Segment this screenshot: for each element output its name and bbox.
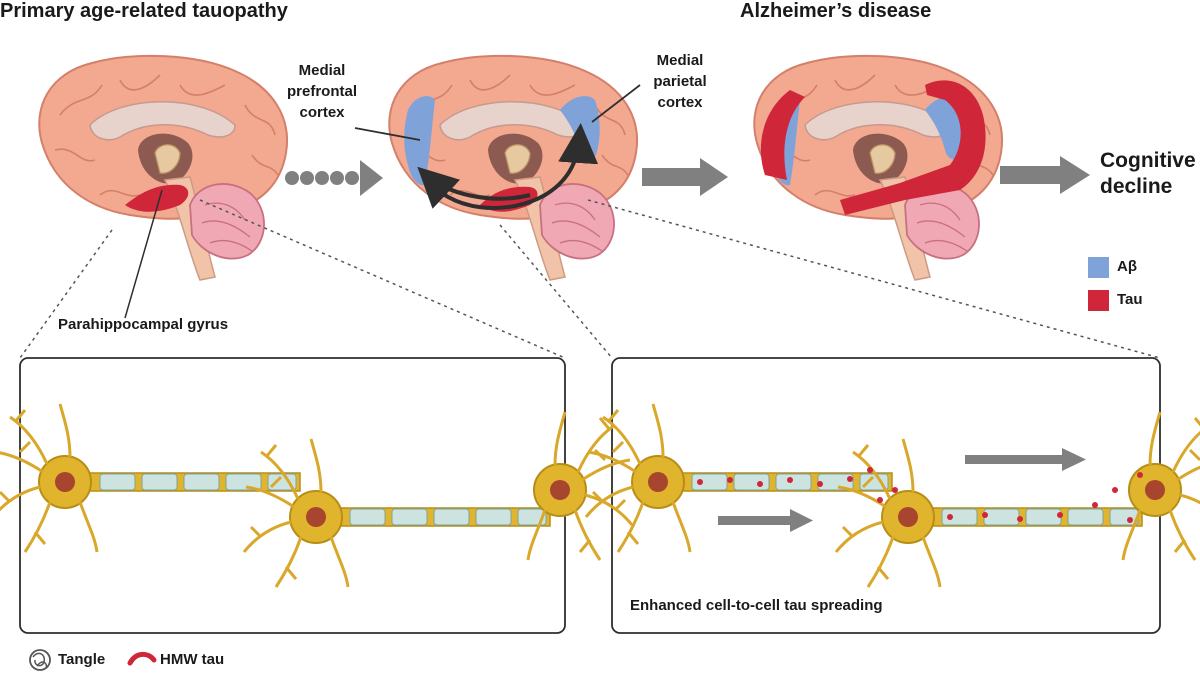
title-alzheimers: Alzheimer’s disease [740,0,932,22]
legend-abeta-swatch [1088,257,1109,278]
parietal-leader [591,84,641,123]
prefrontal-leader [354,127,421,141]
brain-primary-tauopathy [38,54,289,281]
label-medial-parietal-cortex: Medial parietal cortex [653,52,707,111]
legend-abeta-label: Aβ [1117,258,1137,275]
parahippocampal-leader [124,189,163,319]
label-cognitive-decline: Cognitive decline [1100,149,1196,198]
title-primary-tauopathy: Primary age-related tauopathy [0,0,288,22]
label-medial-prefrontal-cortex: Medial prefrontal cortex [286,62,357,121]
progression-arrow-final [1000,156,1090,194]
tau-parietal-band [840,80,986,216]
spread-arrow-panel-top [965,448,1086,471]
hmw-tau-icon [127,651,157,666]
progression-arrow-dotted [285,160,383,196]
tau-region [125,184,189,212]
brain-alzheimers [753,54,1004,281]
spread-arrow-left [417,166,531,209]
spread-arrow-panel-bottom [718,509,813,532]
abeta-parietal [925,96,965,160]
panel-alzheimers [611,357,1161,634]
label-enhanced-spreading: Enhanced cell-to-cell tau spreading [630,597,883,614]
neurons-right-panel [584,402,1200,589]
legend-tangle-label: Tangle [58,651,106,668]
hmw-tau-particles [697,467,1143,523]
progression-arrow [642,158,728,196]
panel-primary-tauopathy [19,357,566,634]
tau-frontal [760,90,805,180]
brain-intermediate [388,54,639,281]
tangle-icon [29,649,51,671]
legend-tau-swatch [1088,290,1109,311]
legend-tau-label: Tau [1117,291,1143,308]
label-parahippocampal-gyrus: Parahippocampal gyrus [58,316,229,333]
legend-hmw-tau-label: HMW tau [160,651,225,668]
zoom-lines [19,199,1161,359]
